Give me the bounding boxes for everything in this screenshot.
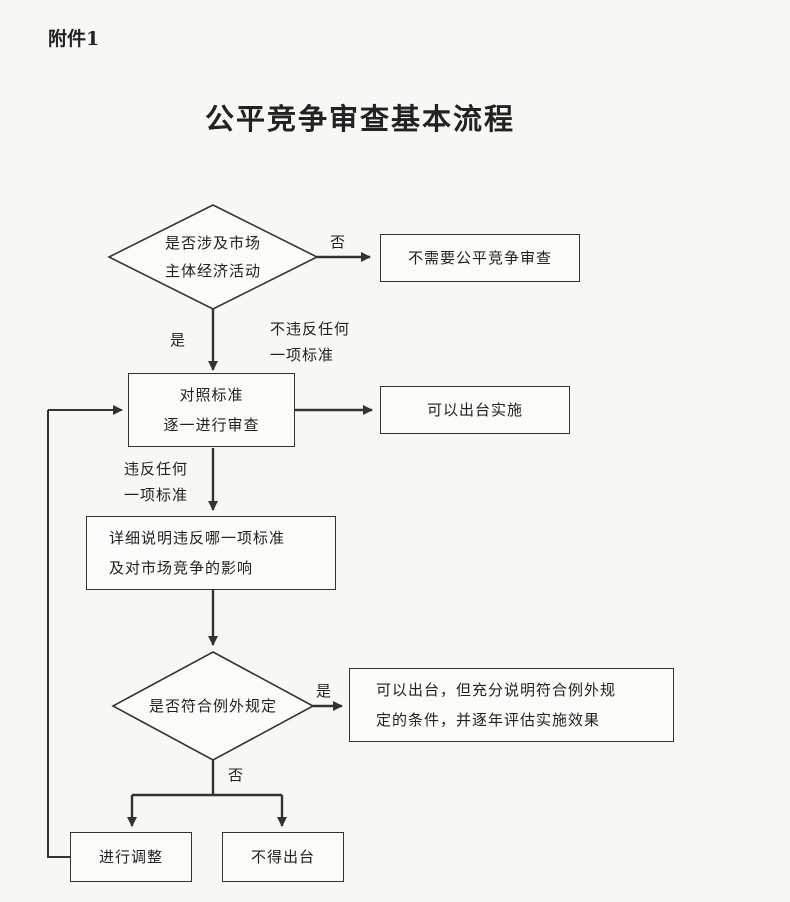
- box-explain-label: 详细说明违反哪一项标准 及对市场竞争的影响: [109, 529, 286, 577]
- edge-label-not-violate: 不违反任何 一项标准: [270, 320, 351, 364]
- decision-market-label: 是否涉及市场 主体经济活动: [164, 234, 261, 280]
- box-compare-label: 对照标准 逐一进行审查: [163, 386, 260, 434]
- box-implement-label: 可以出台实施: [426, 401, 523, 419]
- edge-label-no-1: 否: [330, 233, 347, 251]
- box-exception-ok-label: 可以出台，但充分说明符合例外规 定的条件，并逐年评估实施效果: [376, 681, 617, 729]
- box-reject-label: 不得出台: [250, 848, 315, 866]
- edge-label-no-2: 否: [228, 766, 245, 784]
- page-title: 公平竞争审查基本流程: [204, 102, 515, 136]
- box-adjust-label: 进行调整: [98, 848, 163, 866]
- feedback-loop-line: [47, 410, 70, 858]
- box-exception-ok: 可以出台，但充分说明符合例外规 定的条件，并逐年评估实施效果: [349, 668, 674, 742]
- edge-label-violate: 违反任何 一项标准: [124, 460, 189, 504]
- box-reject: 不得出台: [222, 832, 344, 882]
- decision-exception-label: 是否符合例外规定: [148, 697, 277, 715]
- box-no-review-label: 不需要公平竞争审查: [407, 249, 552, 267]
- edge-label-yes-1: 是: [170, 331, 187, 349]
- attachment-label: 附件1: [48, 28, 100, 50]
- edge-label-yes-2: 是: [316, 682, 333, 700]
- box-adjust: 进行调整: [70, 832, 192, 882]
- box-explain: 详细说明违反哪一项标准 及对市场竞争的影响: [86, 516, 336, 590]
- box-compare: 对照标准 逐一进行审查: [128, 373, 295, 447]
- box-implement: 可以出台实施: [380, 386, 570, 434]
- box-no-review: 不需要公平竞争审查: [380, 234, 580, 282]
